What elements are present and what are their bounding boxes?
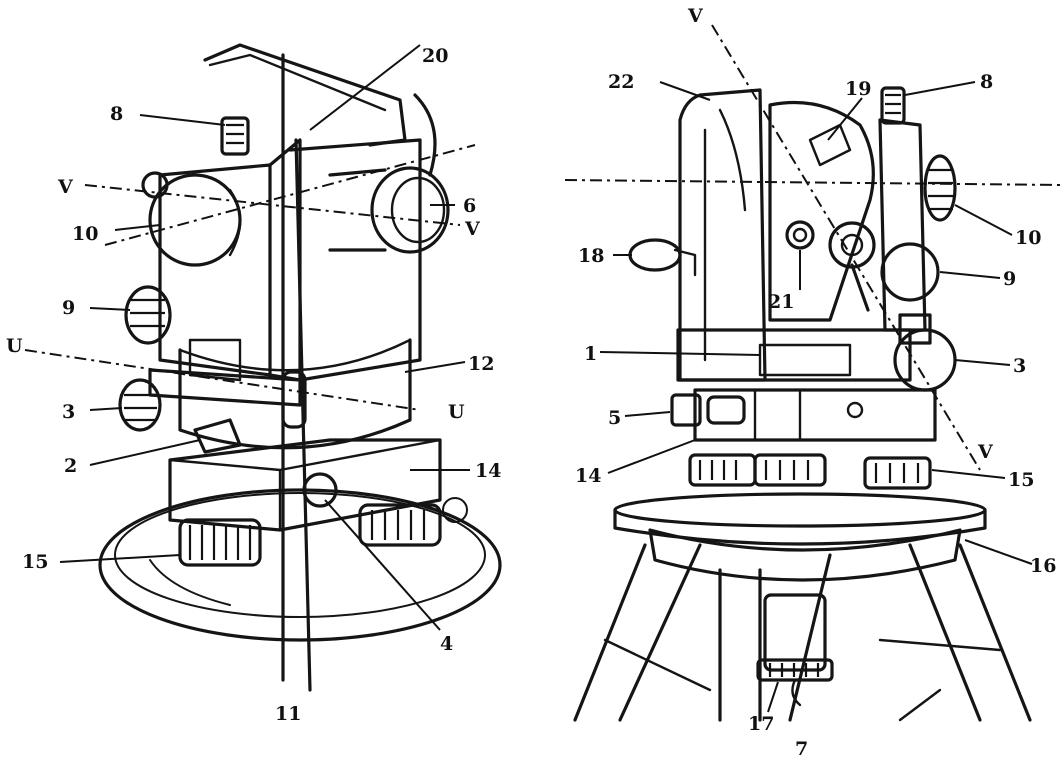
theodolite-right-drawing bbox=[564, 24, 1061, 722]
callout-8: 8 bbox=[110, 103, 123, 125]
callout-3-right: 3 bbox=[1013, 355, 1026, 377]
theodolite-left-drawing bbox=[24, 43, 502, 692]
callout-7: 7 bbox=[795, 738, 808, 760]
callout-4: 4 bbox=[440, 633, 453, 655]
callout-16: 16 bbox=[1030, 555, 1056, 577]
callout-10-right: 10 bbox=[1015, 227, 1041, 249]
callout-12: 12 bbox=[468, 353, 494, 375]
callout-11: 11 bbox=[275, 703, 301, 725]
left-callouts: 20 8 6 10 9 12 3 2 14 15 4 11 V V U U bbox=[6, 45, 501, 725]
callout-5: 5 bbox=[608, 407, 621, 429]
callout-17: 17 bbox=[748, 713, 774, 735]
foot-screws bbox=[688, 453, 932, 490]
callout-8-right: 8 bbox=[980, 71, 993, 93]
callout-10: 10 bbox=[72, 223, 98, 245]
callout-22: 22 bbox=[608, 71, 634, 93]
callout-15-right: 15 bbox=[1008, 469, 1034, 491]
callout-18: 18 bbox=[578, 245, 604, 267]
callout-6: 6 bbox=[463, 195, 476, 217]
callout-9: 9 bbox=[62, 297, 75, 319]
callout-20: 20 bbox=[422, 45, 448, 67]
callout-9-right: 9 bbox=[1003, 268, 1016, 290]
axis-label-v-left: V bbox=[57, 176, 74, 198]
callout-21: 21 bbox=[768, 291, 794, 313]
axis-label-v-top: V bbox=[687, 5, 704, 27]
callout-14: 14 bbox=[475, 460, 501, 482]
callout-14-right: 14 bbox=[575, 465, 601, 487]
callout-19: 19 bbox=[845, 78, 871, 100]
axis-label-u-right: U bbox=[448, 401, 465, 423]
right-callouts: 22 19 8 10 18 21 9 1 3 5 14 15 16 17 7 V… bbox=[575, 5, 1056, 760]
axis-label-v-right: V bbox=[464, 218, 481, 240]
axis-label-u-left: U bbox=[6, 335, 23, 357]
left-leader-lines bbox=[59, 44, 470, 631]
levelling-screw-right bbox=[358, 503, 442, 547]
axis-label-v-bottom: V bbox=[977, 441, 994, 463]
callout-3: 3 bbox=[62, 401, 75, 423]
callout-1: 1 bbox=[584, 343, 597, 365]
callout-15: 15 bbox=[22, 551, 48, 573]
right-leader-lines bbox=[599, 81, 1033, 713]
levelling-screw-left bbox=[178, 518, 262, 567]
callout-2: 2 bbox=[64, 455, 77, 477]
